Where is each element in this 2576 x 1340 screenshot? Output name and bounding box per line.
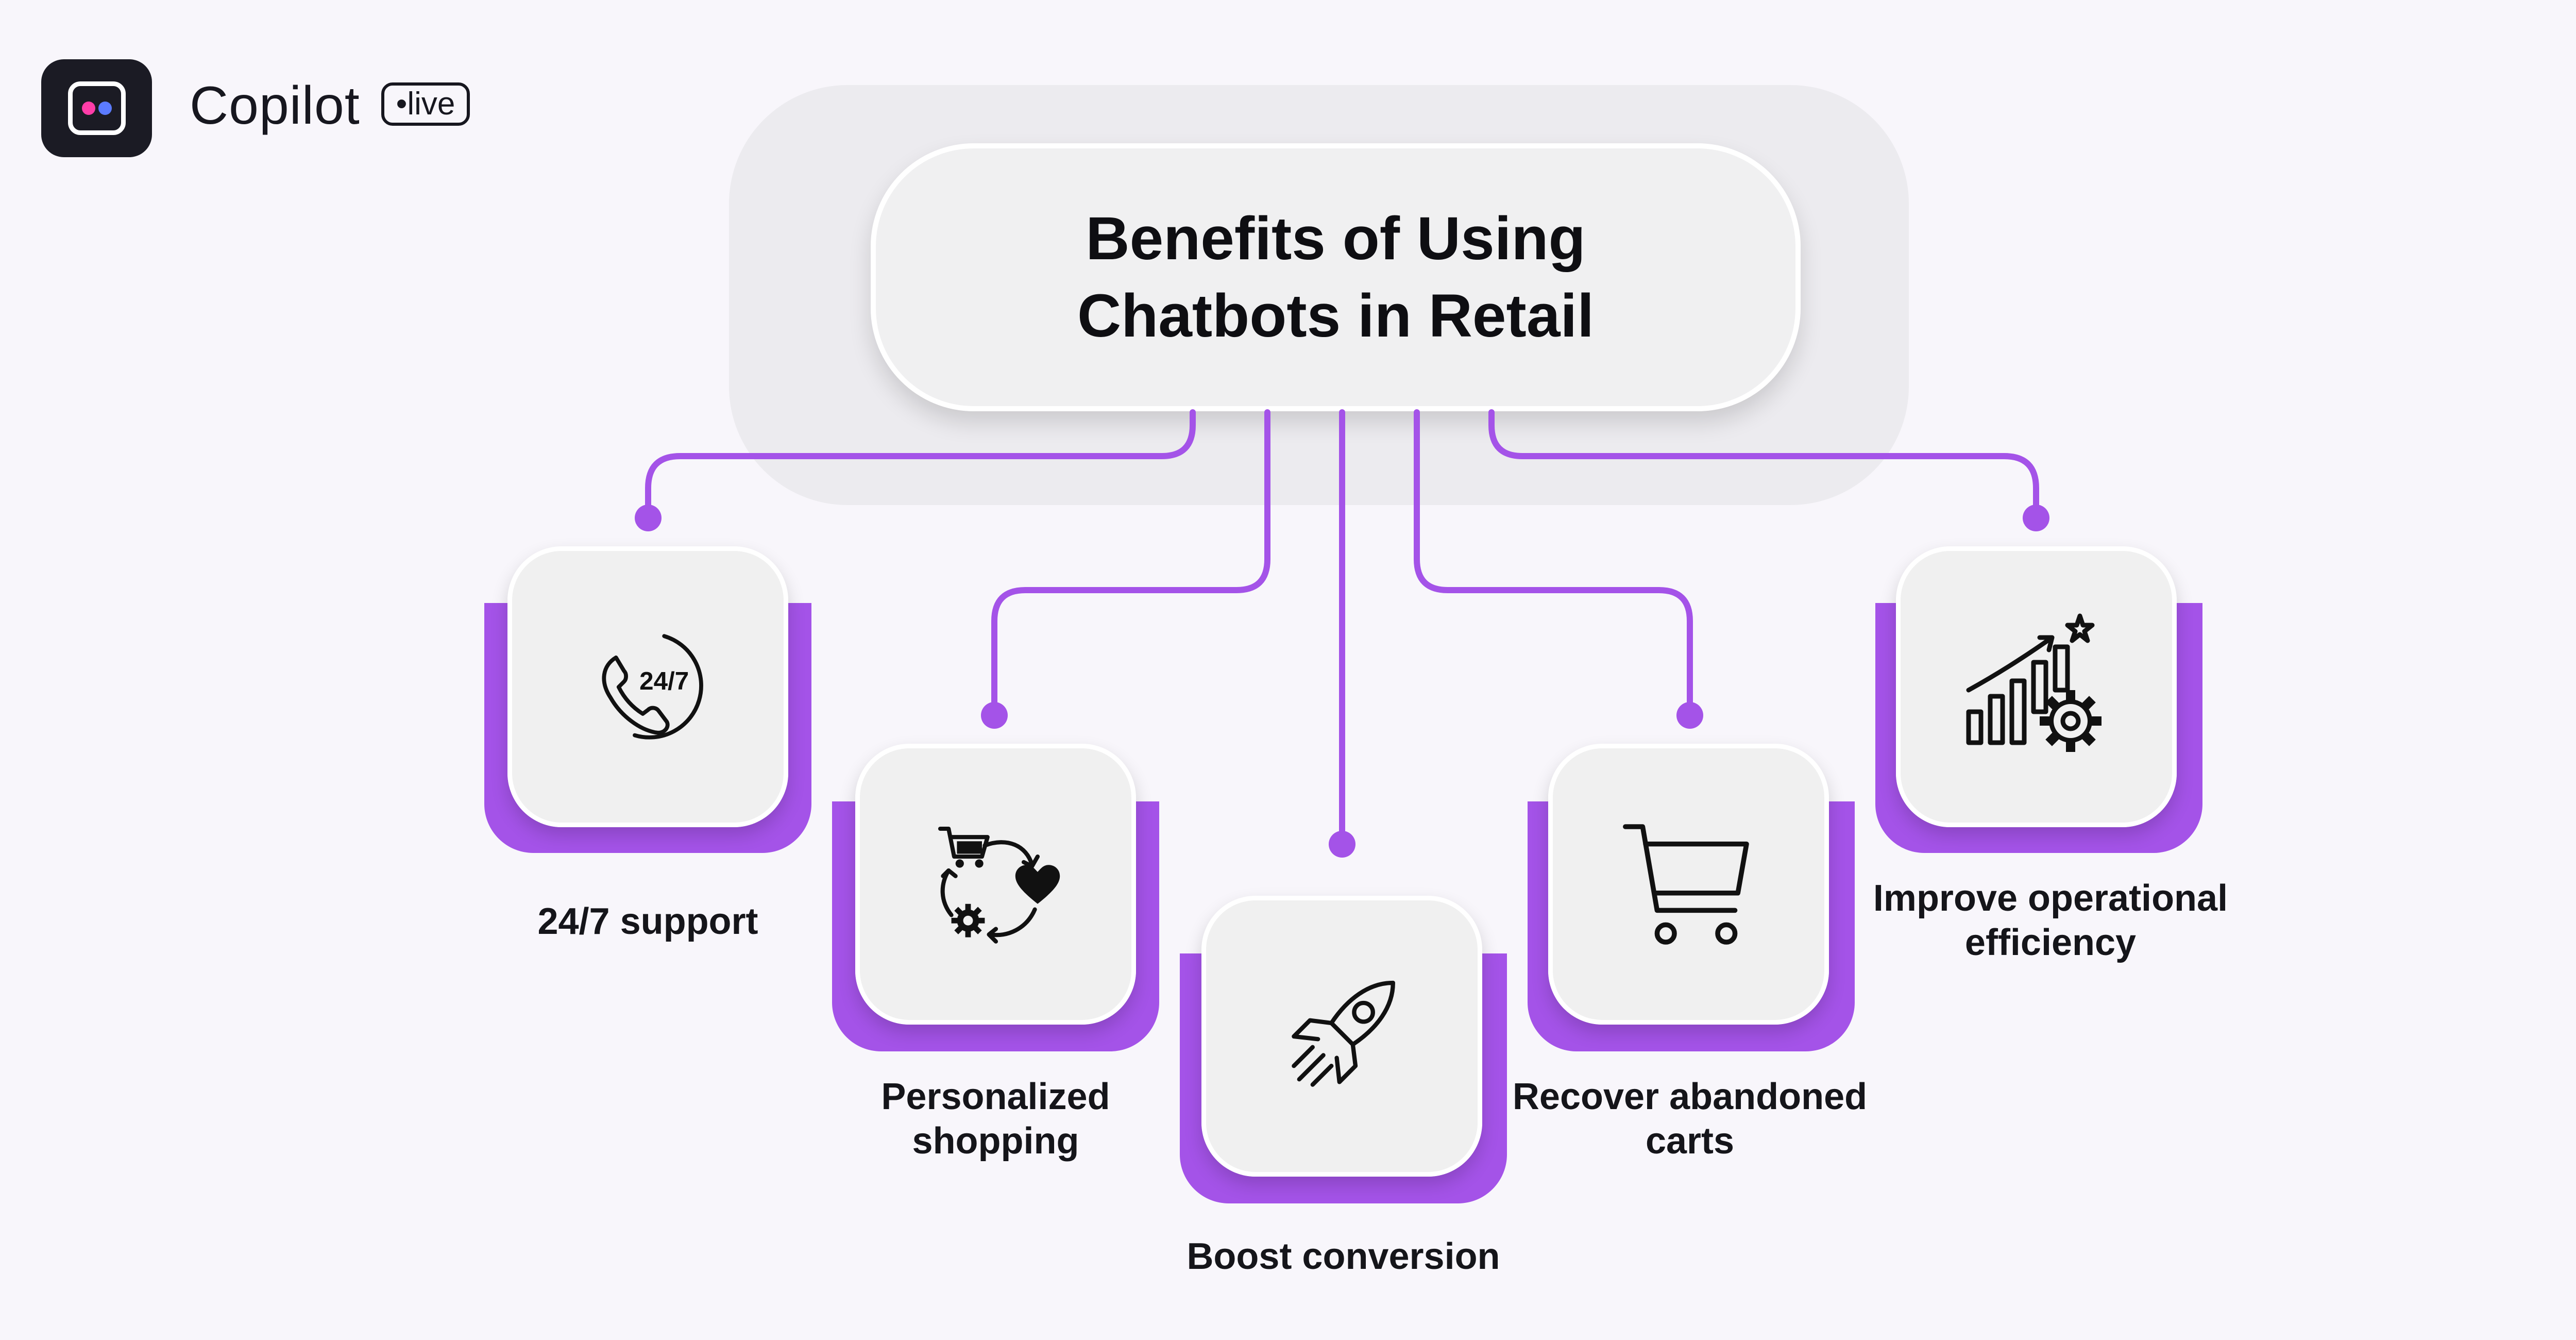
benefit-label-efficiency: Improve operational efficiency [1873,878,2228,963]
brand-name: Copilot [190,76,360,136]
title-card: Benefits of Using Chatbots in Retail [871,143,1801,411]
logo-dot-pink [81,102,95,115]
benefit-label-support: 24/7 support [537,901,758,942]
connector-efficiency [1488,409,2039,518]
diagram-title: Benefits of Using Chatbots in Retail [1077,205,1595,350]
connector-dot-boost [1329,831,1355,858]
connector-personalized [991,409,1270,717]
connector-dot-support [635,505,662,531]
connector-support [645,409,1196,518]
connector-dot-efficiency [2023,505,2049,531]
phone-24-7-icon: 24/7 [601,633,703,740]
icon-24-7-text: 24/7 [639,667,689,695]
connector-dot-recover [1676,702,1703,729]
rocket-icon [1291,980,1395,1087]
benefit-label-personalized: Personalized shopping [881,1076,1110,1162]
shopping-cart-icon [1622,824,1749,945]
logo-inner-frame [67,81,126,135]
brand-badge: •live [381,82,470,126]
benefit-label-recover: Recover abandoned carts [1512,1076,1868,1162]
card-boost [1201,896,1482,1177]
connector-dot-personalized [981,702,1008,729]
logo-dot-blue [98,102,112,115]
card-efficiency [1896,546,2177,827]
growth-chart-gear-icon [1966,613,2102,752]
brand-badge-label: live [407,86,455,122]
cart-heart-cycle-icon [938,826,1060,944]
card-recover [1548,744,1829,1025]
card-personalized [855,744,1136,1025]
benefit-label-boost: Boost conversion [1187,1236,1500,1277]
connector-recover [1414,409,1693,717]
copilot-logo-icon [41,59,152,157]
card-support: 24/7 [507,546,788,827]
